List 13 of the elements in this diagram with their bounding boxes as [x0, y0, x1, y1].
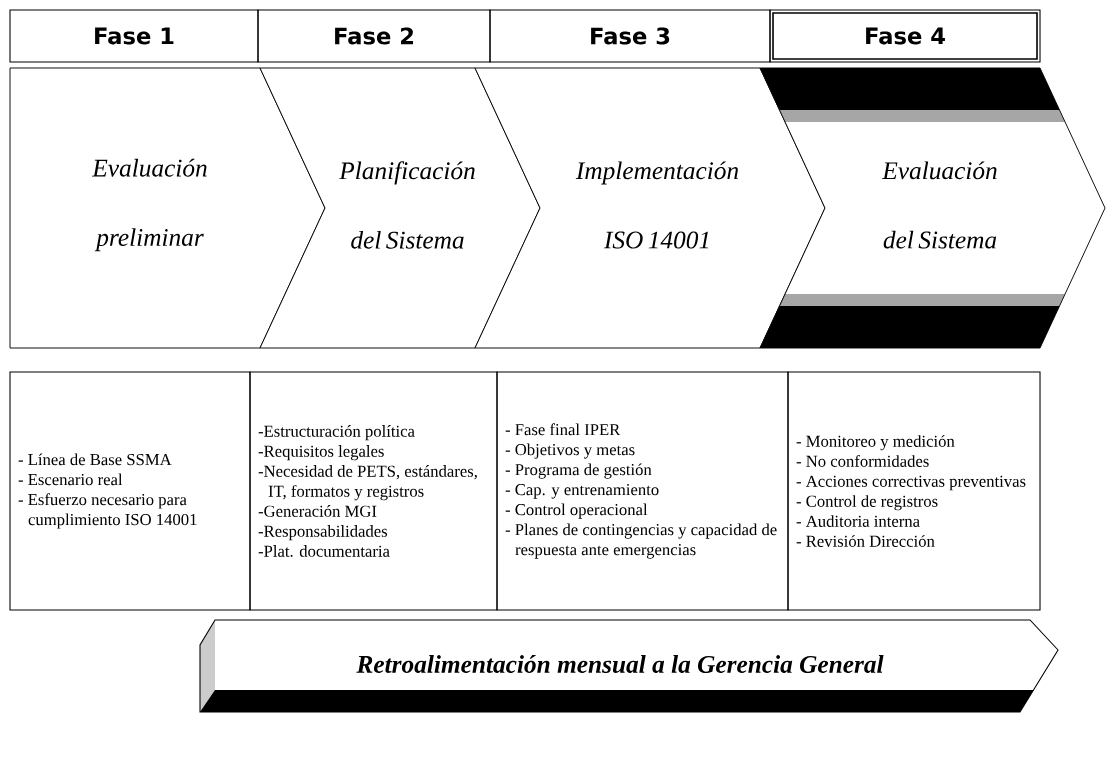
feedback-banner: Retroalimentación mensual a la Gerencia General	[199, 619, 1059, 713]
chevron-box: Evaluación del Sistema	[759, 67, 1106, 349]
phase-header: Fase 3	[489, 9, 771, 63]
text-box: -Estructuración política -Requisitos legales -Necesidad de PETS, estándares, IT, formatos y registros -Generación MGI -Responsabilidades -Plat. documentaria	[249, 371, 498, 611]
node-label: Evaluación del Sistema	[882, 161, 997, 249]
text-box: - Fase final IPER - Objetivos y metas - Programa de gestión - Cap. y entrenamiento - Control operacional - Planes de contingencias y capacidad de respuesta ante emergencias	[496, 371, 789, 611]
phase-header: Fase 1	[9, 9, 259, 63]
chevron-box: Planificación del Sistema	[259, 67, 541, 349]
chevron-box: Implementación ISO 14001	[474, 67, 826, 349]
phase-header: Fase 2	[257, 9, 491, 63]
text-box: - Línea de Base SSMA - Escenario real - Esfuerzo necesario para cumplimiento ISO 14001	[9, 371, 251, 611]
phase-header: Fase 4	[769, 9, 1041, 63]
text-box: - Monitoreo y medición - No conformidades - Acciones correctivas preventivas - Control de registros - Auditoria interna - Revisión Dirección	[787, 371, 1041, 611]
